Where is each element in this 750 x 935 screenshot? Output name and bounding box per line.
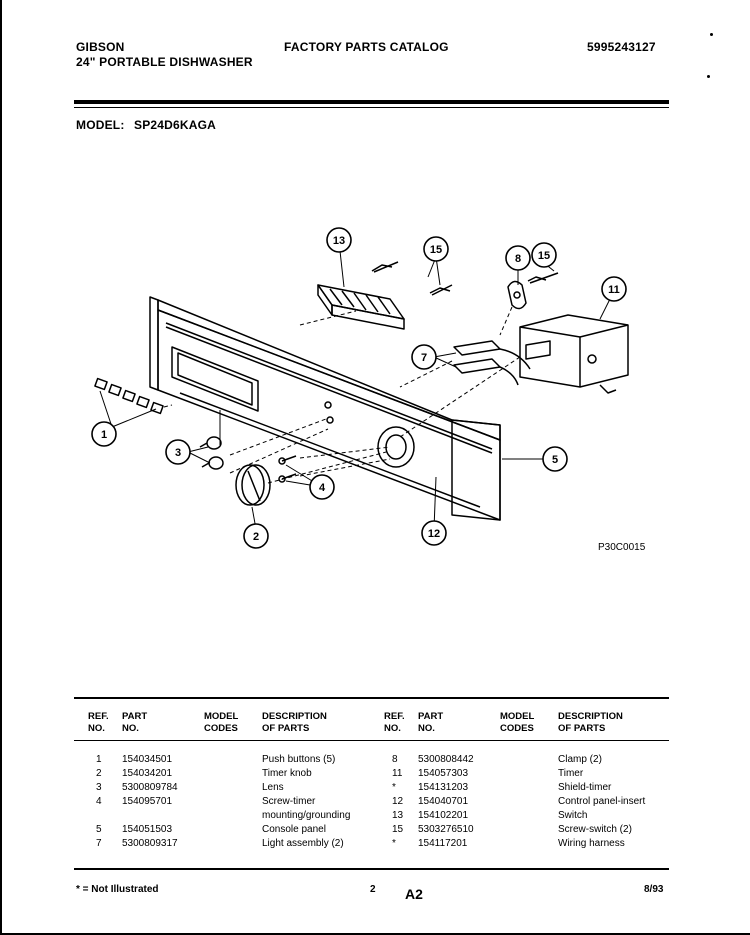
scan-speck bbox=[710, 33, 713, 36]
part-no: 154034201 bbox=[122, 768, 173, 779]
col-ref-right: REF. NO. bbox=[384, 711, 405, 734]
part-no: 154131203 bbox=[418, 782, 469, 793]
callout-15: 15 bbox=[430, 244, 442, 256]
model-number: SP24D6KAGA bbox=[134, 118, 217, 132]
ref-no: 1 bbox=[96, 754, 102, 765]
callout-8: 8 bbox=[515, 253, 521, 265]
part-no: 154095701 bbox=[122, 796, 173, 807]
part-no: 5300809784 bbox=[122, 782, 178, 793]
ref-no: * bbox=[392, 782, 396, 793]
part-description: Lens bbox=[262, 782, 284, 793]
figure-code: P30C0015 bbox=[598, 542, 646, 553]
callout-3: 3 bbox=[175, 447, 181, 459]
col-desc-left: DESCRIPTION OF PARTS bbox=[262, 711, 327, 734]
callout-15b: 15 bbox=[538, 250, 550, 262]
ref-no: 8 bbox=[392, 754, 398, 765]
part-description: Screw-switch (2) bbox=[558, 824, 632, 835]
clamp bbox=[507, 280, 527, 310]
callout-1: 1 bbox=[101, 429, 107, 441]
catalog-title: FACTORY PARTS CATALOG bbox=[284, 40, 449, 54]
col-model-right: MODEL CODES bbox=[500, 711, 535, 734]
callout-4: 4 bbox=[319, 482, 326, 494]
page-number: 2 bbox=[370, 884, 376, 895]
push-buttons bbox=[94, 377, 164, 415]
part-description: Timer bbox=[558, 768, 584, 779]
part-description: Clamp (2) bbox=[558, 754, 602, 765]
exploded-parts-diagram: 13 15 8 15 11 7 1 3 4 2 5 12 bbox=[91, 227, 629, 549]
callout-12: 12 bbox=[428, 528, 440, 540]
timer-screws bbox=[278, 455, 297, 483]
part-no: 154051503 bbox=[122, 824, 173, 835]
part-no: 5303276510 bbox=[418, 824, 474, 835]
product-name: 24" PORTABLE DISHWASHER bbox=[76, 55, 253, 69]
part-description: mounting/grounding bbox=[262, 810, 351, 821]
catalog-number: 5995243127 bbox=[587, 40, 656, 54]
part-no: 154057303 bbox=[418, 768, 469, 779]
part-description: Shield-timer bbox=[558, 782, 612, 793]
col-model-left: MODEL CODES bbox=[204, 711, 239, 734]
model-label: MODEL: bbox=[76, 118, 125, 132]
timer bbox=[519, 314, 629, 394]
brand-name: GIBSON bbox=[76, 40, 125, 54]
part-description: Screw-timer bbox=[262, 796, 316, 807]
header-rule bbox=[74, 100, 669, 104]
table-top-rule bbox=[74, 697, 669, 699]
ref-no: 3 bbox=[96, 782, 102, 793]
part-description: Wiring harness bbox=[558, 838, 625, 849]
ref-no: 15 bbox=[392, 824, 404, 835]
ref-no: 13 bbox=[392, 810, 404, 821]
part-no: 5300809317 bbox=[122, 838, 178, 849]
col-part-left: PART NO. bbox=[122, 711, 148, 734]
revision-date: 8/93 bbox=[644, 884, 664, 895]
callout-2: 2 bbox=[253, 531, 259, 543]
part-description: Light assembly (2) bbox=[262, 838, 344, 849]
callout-13: 13 bbox=[333, 235, 345, 247]
part-no: 5300808442 bbox=[418, 754, 474, 765]
col-ref-left: REF. NO. bbox=[88, 711, 109, 734]
section-code: A2 bbox=[405, 886, 423, 902]
part-description: Console panel bbox=[262, 824, 326, 835]
part-no: 154117201 bbox=[418, 838, 468, 849]
part-no: 154102201 bbox=[418, 810, 469, 821]
callout-5: 5 bbox=[552, 454, 558, 466]
footnote: * = Not Illustrated bbox=[76, 884, 159, 895]
part-no: 154034501 bbox=[122, 754, 173, 765]
scan-speck bbox=[707, 75, 710, 78]
light-assembly bbox=[453, 340, 531, 386]
ref-no: 12 bbox=[392, 796, 404, 807]
ref-no: * bbox=[392, 838, 396, 849]
ref-no: 2 bbox=[96, 768, 102, 779]
switch-screws bbox=[371, 261, 559, 296]
switch-assembly bbox=[317, 284, 405, 330]
timer-knob bbox=[235, 464, 271, 506]
callout-7: 7 bbox=[421, 352, 427, 364]
part-description: Timer knob bbox=[262, 768, 312, 779]
part-description: Switch bbox=[558, 810, 588, 821]
part-description: Push buttons (5) bbox=[262, 754, 336, 765]
callout-11: 11 bbox=[608, 284, 620, 296]
part-no: 154040701 bbox=[418, 796, 469, 807]
ref-no: 4 bbox=[96, 796, 102, 807]
part-description: Control panel-insert bbox=[558, 796, 646, 807]
col-part-right: PART NO. bbox=[418, 711, 444, 734]
ref-no: 5 bbox=[96, 824, 102, 835]
table-header-rule bbox=[74, 740, 669, 741]
col-desc-right: DESCRIPTION OF PARTS bbox=[558, 711, 623, 734]
header-rule-thin bbox=[74, 107, 669, 108]
table-bottom-rule bbox=[74, 868, 669, 870]
ref-no: 11 bbox=[392, 768, 403, 779]
ref-no: 7 bbox=[96, 838, 102, 849]
